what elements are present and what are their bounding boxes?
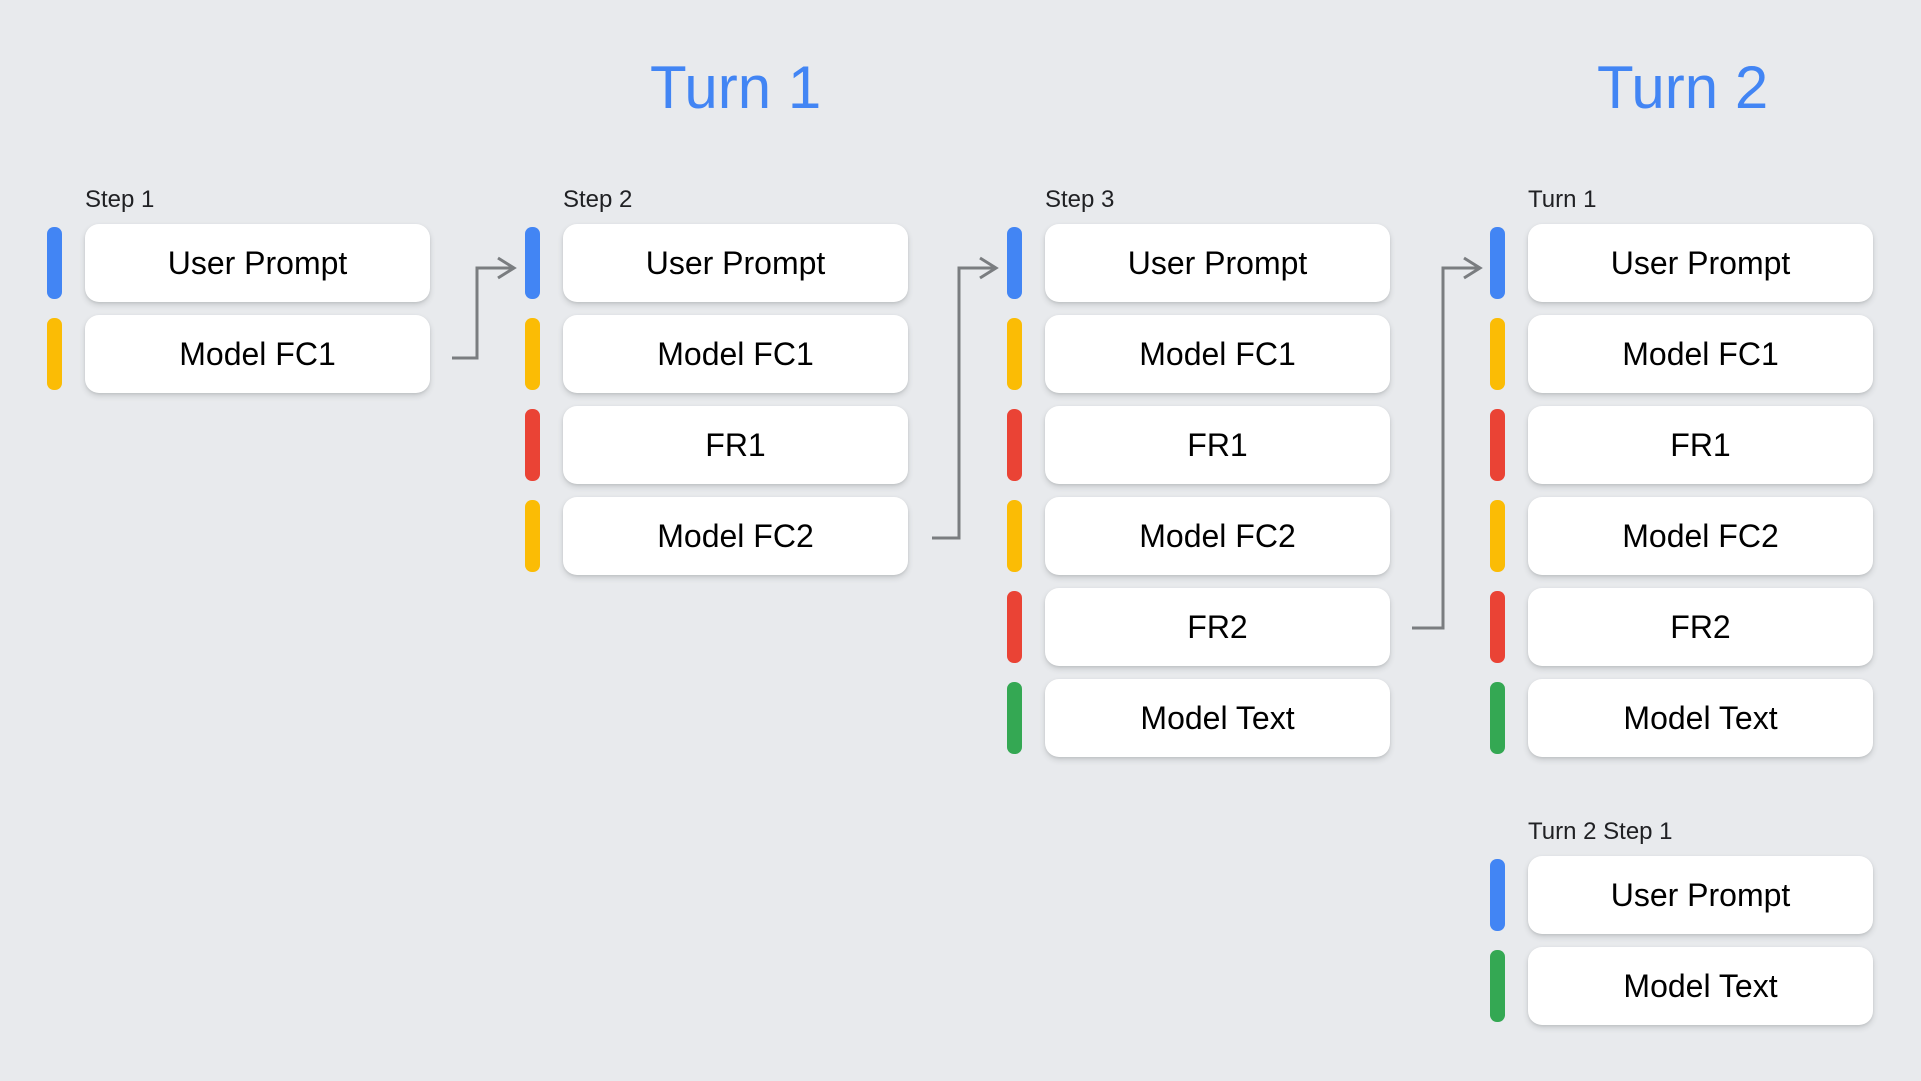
arrow-step1-to-step2 — [452, 256, 517, 360]
message-card[interactable]: Model FC1 — [1045, 315, 1390, 393]
message-card[interactable]: FR1 — [1528, 406, 1873, 484]
role-color-bar-yellow — [1007, 500, 1022, 572]
message-card[interactable]: Model FC1 — [85, 315, 430, 393]
arrow-step3-to-turn1 — [1412, 256, 1483, 630]
role-color-bar-blue — [525, 227, 540, 299]
message-card-label: FR2 — [1670, 609, 1731, 645]
column-label-turn-2-step-1: Turn 2 Step 1 — [1528, 818, 1673, 845]
message-card-label: Model FC2 — [657, 518, 814, 554]
message-card-label: User Prompt — [1610, 877, 1791, 913]
message-card[interactable]: User Prompt — [1528, 224, 1873, 302]
message-card-label: FR1 — [1670, 427, 1731, 463]
role-color-bar-yellow — [525, 318, 540, 390]
message-card-label: FR1 — [705, 427, 766, 463]
role-color-bar-blue — [47, 227, 62, 299]
message-card-label: Model FC1 — [1622, 336, 1779, 372]
role-color-bar-yellow — [1490, 500, 1505, 572]
message-card-label: User Prompt — [167, 245, 348, 281]
role-color-bar-yellow — [525, 500, 540, 572]
message-card-label: User Prompt — [1610, 245, 1791, 281]
message-card-label: Model FC1 — [1139, 336, 1296, 372]
message-card-label: Model Text — [1623, 968, 1778, 1004]
message-card-label: User Prompt — [645, 245, 826, 281]
message-card-label: User Prompt — [1127, 245, 1308, 281]
role-color-bar-green — [1007, 682, 1022, 754]
role-color-bar-red — [1490, 591, 1505, 663]
role-color-bar-green — [1490, 682, 1505, 754]
message-card[interactable]: User Prompt — [85, 224, 430, 302]
column-label-step-2: Step 2 — [563, 186, 633, 213]
role-color-bar-yellow — [47, 318, 62, 390]
message-card-label: Model Text — [1623, 700, 1778, 736]
message-card[interactable]: User Prompt — [1045, 224, 1390, 302]
message-card-label: Model Text — [1140, 700, 1295, 736]
arrow-step2-to-step3 — [932, 256, 999, 540]
message-card[interactable]: Model FC1 — [563, 315, 908, 393]
turn-title-1: Turn 1 — [650, 54, 822, 121]
message-card[interactable]: Model Text — [1045, 679, 1390, 757]
message-card[interactable]: User Prompt — [1528, 856, 1873, 934]
message-card-label: Model FC2 — [1622, 518, 1779, 554]
role-color-bar-yellow — [1007, 318, 1022, 390]
role-color-bar-blue — [1490, 859, 1505, 931]
message-card[interactable]: Model FC2 — [563, 497, 908, 575]
role-color-bar-blue — [1007, 227, 1022, 299]
message-card[interactable]: User Prompt — [563, 224, 908, 302]
column-label-turn-2-turn-1: Turn 1 — [1528, 186, 1597, 213]
role-color-bar-red — [525, 409, 540, 481]
message-card-label: Model FC1 — [179, 336, 336, 372]
column-label-step-3: Step 3 — [1045, 186, 1115, 213]
message-card-label: Model FC1 — [657, 336, 814, 372]
message-card[interactable]: Model FC2 — [1528, 497, 1873, 575]
message-card[interactable]: FR2 — [1045, 588, 1390, 666]
role-color-bar-red — [1007, 409, 1022, 481]
message-card-label: Model FC2 — [1139, 518, 1296, 554]
message-card[interactable]: Model Text — [1528, 947, 1873, 1025]
role-color-bar-red — [1490, 409, 1505, 481]
message-card[interactable]: Model Text — [1528, 679, 1873, 757]
message-card[interactable]: FR2 — [1528, 588, 1873, 666]
column-label-step-1: Step 1 — [85, 186, 155, 213]
message-card-label: FR1 — [1187, 427, 1248, 463]
role-color-bar-green — [1490, 950, 1505, 1022]
role-color-bar-blue — [1490, 227, 1505, 299]
role-color-bar-yellow — [1490, 318, 1505, 390]
message-card[interactable]: Model FC2 — [1045, 497, 1390, 575]
turn-title-2: Turn 2 — [1597, 54, 1769, 121]
message-card[interactable]: FR1 — [1045, 406, 1390, 484]
role-color-bar-red — [1007, 591, 1022, 663]
message-card-label: FR2 — [1187, 609, 1248, 645]
message-card[interactable]: FR1 — [563, 406, 908, 484]
message-card[interactable]: Model FC1 — [1528, 315, 1873, 393]
